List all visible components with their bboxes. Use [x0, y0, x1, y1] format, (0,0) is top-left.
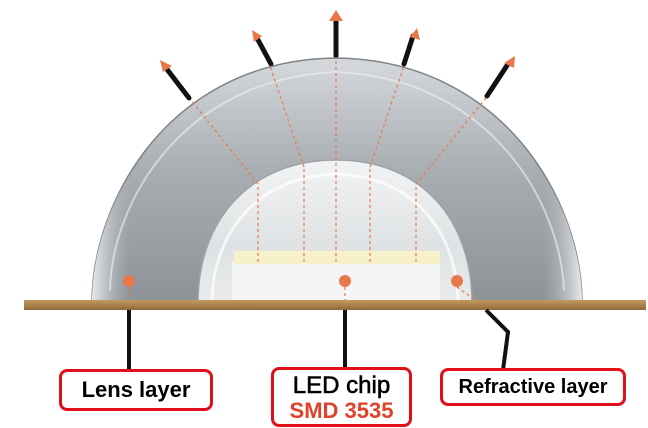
- ray-stem-1: [163, 65, 192, 101]
- inner-dome-shine: [210, 172, 460, 301]
- arrow-heads: [160, 10, 515, 72]
- ray-stem-2: [254, 35, 274, 67]
- chip-body: [232, 262, 440, 302]
- refractive-layer-dot-icon: [451, 275, 463, 287]
- marker-leaders: [128, 286, 479, 303]
- lens-layer-text: Lens layer: [81, 377, 191, 402]
- led-chip-dot-icon: [339, 275, 351, 287]
- arrow-up-icon: [410, 28, 420, 40]
- arrow-up-icon: [160, 60, 172, 72]
- led-chip-strip: [234, 251, 440, 264]
- lens-rim-highlight: [109, 70, 565, 291]
- base-board: [24, 300, 646, 310]
- refractive-layer-label: Refractive layer: [440, 368, 626, 406]
- lens-layer-label: Lens layer: [59, 369, 213, 411]
- ray-arrows: [163, 17, 511, 101]
- leader-lines: [127, 308, 511, 372]
- internal-rays: [190, 58, 487, 262]
- leader-refractive: [484, 308, 511, 371]
- ray-stem-4: [401, 33, 416, 67]
- arrow-up-icon: [504, 56, 515, 68]
- arrow-up-icon: [329, 10, 343, 21]
- lens-layer-dot-icon: [123, 275, 135, 287]
- ray-stem-5: [484, 61, 511, 99]
- arrow-up-icon: [252, 30, 262, 42]
- refractive-layer-text: Refractive layer: [458, 376, 608, 398]
- led-chip-label: LED chip SMD 3535: [271, 367, 412, 427]
- led-chip-text: LED chip: [292, 372, 391, 400]
- markers: [123, 275, 463, 287]
- led-chip-model-text: SMD 3535: [289, 398, 394, 423]
